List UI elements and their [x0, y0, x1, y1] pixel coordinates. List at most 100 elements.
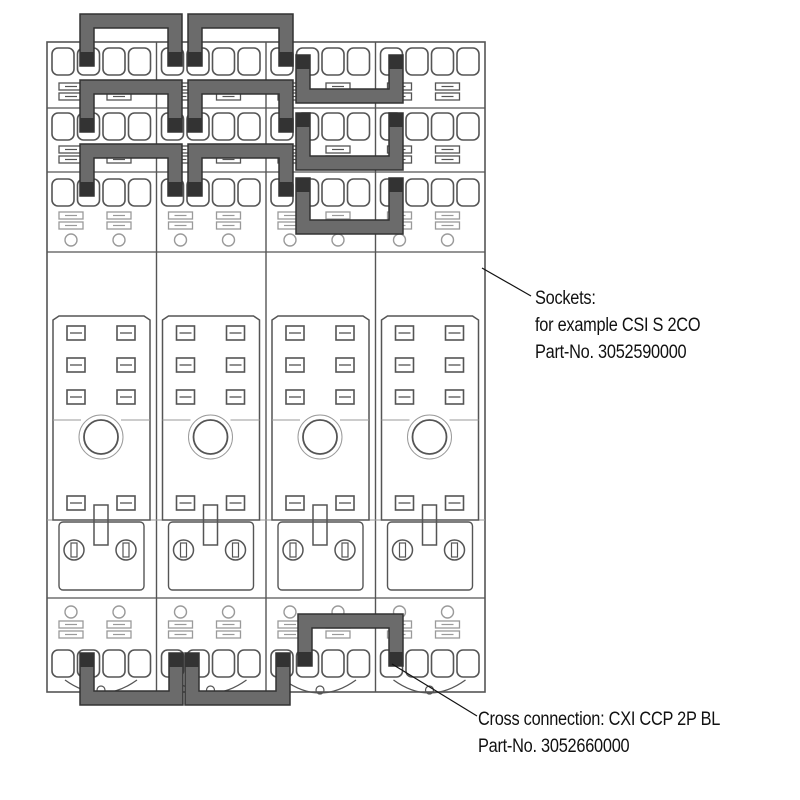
screw-slot	[122, 542, 130, 558]
mounting-foot	[283, 679, 357, 694]
clamp-terminal	[321, 178, 345, 207]
bridge-contact	[276, 653, 290, 667]
socket-lower-block	[277, 521, 364, 591]
retaining-clip-hole	[302, 419, 338, 455]
contact-pin-slot	[335, 325, 355, 341]
clamp-terminal	[211, 47, 236, 76]
clamp-terminal	[321, 47, 345, 76]
socket-body-outline	[52, 315, 151, 521]
contact-pin-slot	[394, 325, 415, 341]
screw-slot	[289, 542, 297, 558]
socket-lower-block	[167, 521, 255, 591]
release-slot-icon	[434, 221, 461, 230]
bridge-contact	[298, 652, 312, 666]
release-slot-icon	[325, 630, 351, 639]
clamp-terminal	[127, 112, 152, 141]
retaining-clip-hole	[192, 419, 229, 455]
clamp-terminal	[405, 47, 429, 76]
release-slot-icon	[58, 620, 84, 629]
clamp-terminal	[430, 112, 455, 141]
screw-terminal	[391, 539, 414, 561]
contact-pin-slot	[66, 389, 86, 405]
screw-terminal	[334, 539, 356, 561]
relay-socket	[271, 315, 370, 591]
contact-pin-slot	[225, 389, 246, 405]
test-socket-circle	[440, 233, 455, 247]
test-socket-circle	[64, 605, 78, 619]
clamp-terminal	[127, 649, 152, 678]
contact-pin-slot	[116, 325, 136, 341]
screw-terminal	[172, 539, 195, 561]
contact-pin-slot	[335, 357, 355, 373]
contact-pin-slot	[116, 495, 136, 511]
clamp-terminal	[102, 112, 126, 141]
test-socket-circle	[64, 233, 78, 247]
clamp-terminal	[237, 178, 261, 207]
bridge-contact	[188, 52, 202, 66]
release-slot-icon	[215, 221, 242, 230]
screw-slot	[450, 542, 459, 558]
clamp-terminal	[456, 649, 480, 678]
clamp-terminal	[51, 649, 75, 678]
release-slot-icon	[434, 145, 461, 154]
sockets-callout-title: Sockets:	[535, 288, 596, 309]
clamp-terminal	[456, 47, 480, 76]
mounting-foot-hole	[315, 685, 325, 695]
contact-pin-slot	[225, 325, 246, 341]
screw-terminal	[115, 539, 137, 561]
clamp-terminal	[102, 178, 126, 207]
clamp-terminal	[102, 649, 126, 678]
clamp-terminal	[405, 178, 429, 207]
screw-terminal	[224, 539, 247, 561]
retaining-clip-ring	[78, 414, 124, 460]
clamp-terminal	[211, 112, 236, 141]
contact-pin-slot	[66, 325, 86, 341]
release-slot-icon	[167, 211, 194, 220]
socket-body-outline	[380, 315, 480, 521]
mounting-foot	[393, 679, 466, 694]
screw-terminal	[282, 539, 304, 561]
contact-pin-slot	[66, 495, 86, 511]
contact-pin-slot	[175, 495, 196, 511]
test-socket-circle	[112, 605, 126, 619]
release-slot-icon	[434, 620, 461, 629]
test-socket-circle	[173, 605, 188, 619]
socket-lower-block	[386, 521, 474, 591]
cross-connection-callout: Cross connection: CXI CCP 2P BL Part-No.…	[478, 706, 720, 760]
bridge-contact	[389, 178, 403, 192]
contact-pin-slot	[444, 325, 465, 341]
bridge-contact	[188, 182, 202, 196]
contact-pin-slot	[175, 357, 196, 373]
bridge-contact	[279, 118, 293, 132]
sockets-callout: Sockets: for example CSI S 2CO Part-No. …	[535, 285, 701, 366]
contact-pin-slot	[285, 357, 305, 373]
test-socket-circle	[331, 233, 345, 247]
bridge-contact	[169, 653, 183, 667]
bridge-contact	[188, 118, 202, 132]
clamp-terminal	[102, 47, 126, 76]
contact-pin-slot	[394, 495, 415, 511]
test-socket-circle	[173, 233, 188, 247]
clamp-terminal	[321, 112, 345, 141]
contact-pin-slot	[66, 357, 86, 373]
test-socket-circle	[283, 233, 297, 247]
contact-pin-slot	[444, 495, 465, 511]
release-slot-icon	[106, 630, 132, 639]
contact-pin-slot	[444, 389, 465, 405]
clamp-terminal	[456, 178, 480, 207]
clamp-terminal	[127, 178, 152, 207]
test-socket-circle	[392, 233, 407, 247]
retaining-clip-ring	[188, 414, 233, 460]
clamp-terminal	[237, 112, 261, 141]
socket-lower-block	[58, 521, 145, 591]
clamp-terminal	[430, 649, 455, 678]
bridge-contact	[168, 52, 182, 66]
clamp-terminal	[346, 649, 371, 678]
clamp-terminal	[346, 47, 371, 76]
bridge-contact	[80, 182, 94, 196]
clamp-terminal	[430, 178, 455, 207]
socket-body-outline	[271, 315, 370, 521]
cross-connection-leader-line	[391, 663, 478, 717]
test-socket-circle	[221, 233, 236, 247]
sockets-leader-line	[481, 267, 532, 297]
